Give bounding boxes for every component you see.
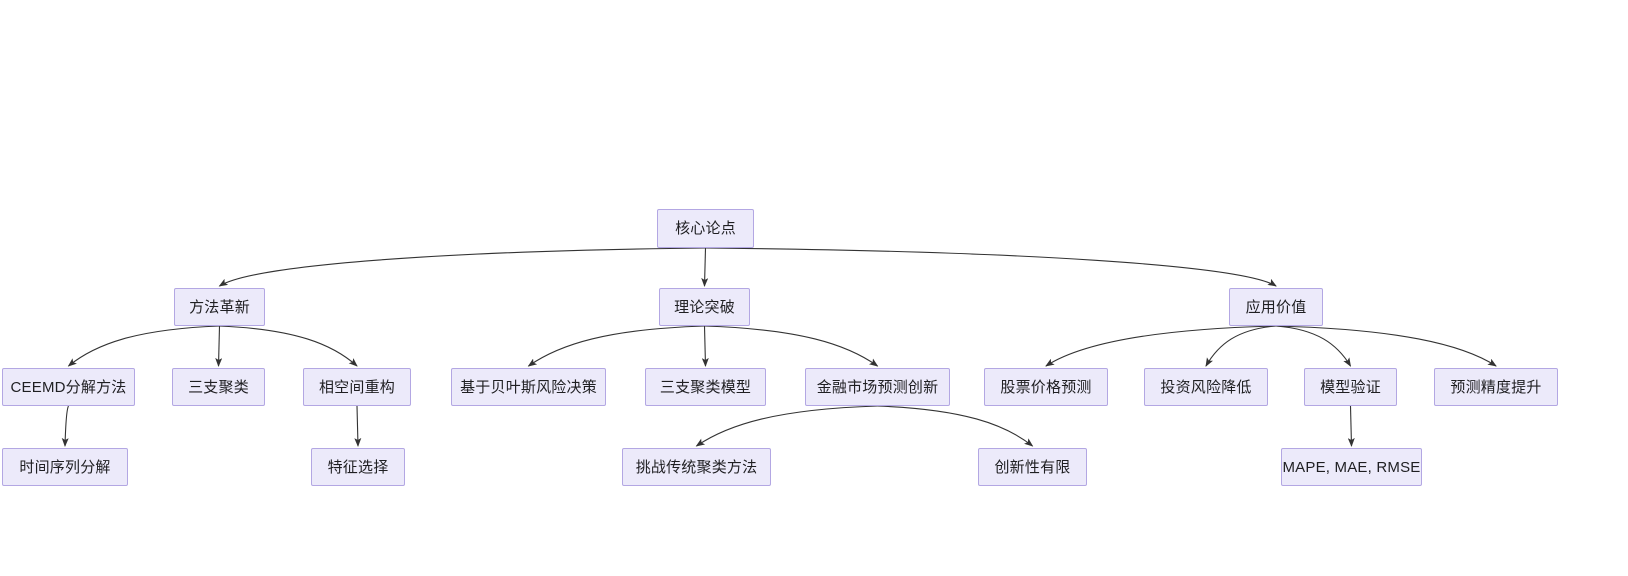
node-label: 基于贝叶斯风险决策	[460, 378, 597, 396]
node-label: 特征选择	[327, 458, 389, 476]
node-label: 三支聚类	[188, 378, 249, 396]
flow-node[interactable]: 模型验证	[1304, 368, 1397, 406]
node-label: 时间序列分解	[19, 458, 111, 476]
flow-node[interactable]: 相空间重构	[303, 368, 411, 406]
node-label: 三支聚类模型	[659, 378, 752, 396]
flow-node[interactable]: 时间序列分解	[2, 448, 128, 486]
flow-node[interactable]: 股票价格预测	[984, 368, 1108, 406]
flow-node[interactable]: 投资风险降低	[1144, 368, 1268, 406]
flow-node[interactable]: 理论突破	[659, 288, 750, 326]
flow-node[interactable]: 金融市场预测创新	[805, 368, 950, 406]
flow-node[interactable]: 三支聚类模型	[645, 368, 766, 406]
flow-node[interactable]: 预测精度提升	[1434, 368, 1558, 406]
root-node[interactable]: 核心论点	[657, 209, 754, 248]
node-label: 理论突破	[674, 298, 735, 316]
flow-node[interactable]: 基于贝叶斯风险决策	[451, 368, 606, 406]
node-label: 挑战传统聚类方法	[635, 458, 758, 476]
flow-node[interactable]: 创新性有限	[978, 448, 1087, 486]
flow-node[interactable]: 应用价值	[1229, 288, 1323, 326]
node-label: 应用价值	[1245, 298, 1307, 316]
node-label: 方法革新	[189, 298, 250, 316]
node-label: 金融市场预测创新	[816, 378, 939, 396]
node-label: CEEMD分解方法	[10, 378, 127, 396]
flow-node[interactable]: 特征选择	[311, 448, 405, 486]
flow-node[interactable]: 三支聚类	[172, 368, 265, 406]
node-label: 预测精度提升	[1450, 378, 1542, 396]
flow-node[interactable]: CEEMD分解方法	[2, 368, 135, 406]
node-label: 投资风险降低	[1160, 378, 1252, 396]
node-label: 核心论点	[675, 220, 736, 237]
node-label: 股票价格预测	[1000, 378, 1092, 396]
node-label: MAPE, MAE, RMSE	[1282, 458, 1421, 476]
flow-node[interactable]: MAPE, MAE, RMSE	[1281, 448, 1422, 486]
node-label: 模型验证	[1320, 378, 1381, 396]
node-label: 相空间重构	[318, 378, 395, 396]
flow-node[interactable]: 挑战传统聚类方法	[622, 448, 771, 486]
node-label: 创新性有限	[994, 458, 1071, 476]
flow-node[interactable]: 方法革新	[174, 288, 265, 326]
